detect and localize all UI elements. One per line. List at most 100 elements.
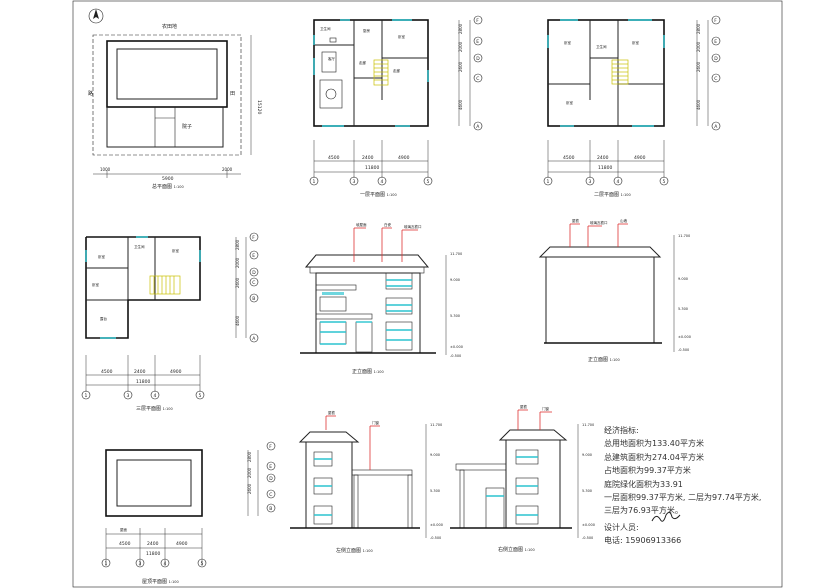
svg-text:露台: 露台 [100,316,107,321]
economic-indicators: 经济指标: 总用地面积为133.40平方米 总建筑面积为274.04平方米 占地… [604,424,774,548]
svg-text:1: 1 [85,393,88,399]
svg-text:2000: 2000 [458,41,463,52]
svg-text:±0.000: ±0.000 [430,523,443,527]
svg-text:D: D [476,56,480,62]
site-dim-left: 1000 [100,167,111,172]
svg-text:-0.500: -0.500 [450,354,461,358]
svg-text:11800: 11800 [146,551,160,557]
south-elev-title: 正立面图 1:100 [352,368,384,375]
svg-text:屋檐: 屋檐 [572,218,580,223]
first-floor-plan: 卫生间 厨房 卧室 走廊 客厅 走廊 4500 2400 4900 11800 … [309,15,483,198]
sf-title: 二层平面图 1:100 [594,192,631,198]
svg-text:白瓷: 白瓷 [384,222,392,227]
svg-text:3: 3 [139,561,142,567]
svg-text:E: E [269,464,272,470]
north-elevation: 屋檐 琉璃瓦檐口 山墙 11.700 9.000 5.300 ±0.000 -0… [538,218,691,363]
north-arrow-pointer-icon [93,9,99,19]
svg-text:D: D [252,270,256,276]
left-elevation: 屋檐 门窗 11.700 9.000 5.300 ±0.000 -0.500 左… [290,410,443,554]
info-line: 庭院绿化面积为33.91 [604,479,683,489]
site-depth-dim: 15120 [256,100,262,114]
info-line: 总建筑面积为274.04平方米 [604,452,704,462]
svg-text:卧室: 卧室 [98,254,105,259]
svg-text:9.000: 9.000 [582,453,592,457]
svg-text:2600: 2600 [696,61,701,72]
site-dim-right: 2000 [222,167,233,172]
left-elev-title: 左侧立面图 1:100 [336,547,373,554]
info-line: 占地面积为99.37平方米 [604,466,691,476]
svg-text:5: 5 [427,179,430,185]
svg-text:2000: 2000 [235,257,240,268]
svg-text:4: 4 [617,179,620,185]
info-line: 三层为76.93平方米。 [604,506,683,516]
svg-text:C: C [252,280,255,286]
site-plan-title: 总平面图 1:100 [152,183,184,190]
svg-text:5: 5 [199,393,202,399]
right-elev-title: 右侧立面图 1:100 [498,546,535,553]
site-building-inner [116,48,218,100]
svg-text:4500: 4500 [328,155,340,161]
site-plan: 农田地 院子 路 田 15120 1000 5900 2000 总平面图 1:1… [88,8,262,190]
roof-title: 屋顶平面图 1:100 [142,579,179,585]
svg-text:卧室: 卧室 [398,34,406,39]
site-building-outline [106,40,228,108]
svg-text:F: F [252,235,255,241]
svg-text:1: 1 [105,561,108,567]
svg-text:F: F [269,444,272,450]
svg-text:5.300: 5.300 [678,307,688,311]
svg-text:11.700: 11.700 [450,252,462,256]
second-floor-plan: 卧室 卫生间 卧室 卧室 4500 2400 4900 11800 1 3 4 … [543,15,721,198]
svg-text:卫生间: 卫生间 [320,26,331,31]
ff-outline [313,19,429,127]
svg-text:屋檐: 屋檐 [328,410,336,415]
svg-text:山墙: 山墙 [620,218,628,223]
svg-text:C: C [714,76,717,82]
svg-text:9.000: 9.000 [430,453,440,457]
info-line: 总用地面积为133.40平方米 [604,439,704,449]
svg-text:卫生间: 卫生间 [596,44,607,49]
third-floor-plan: 卧室 卫生间 卧室 卧室 露台 4500 2400 4900 11800 1 3… [81,232,259,412]
svg-text:4500: 4500 [563,155,575,161]
svg-text:A: A [476,124,480,130]
svg-text:11.700: 11.700 [430,423,442,427]
svg-text:走廊: 走廊 [393,68,401,73]
right-elevation: 屋檐 门窗 11.700 9.000 5.300 ±0.000 -0.500 右… [450,404,595,553]
svg-text:±0.000: ±0.000 [582,523,595,527]
svg-text:11.700: 11.700 [582,423,594,427]
svg-text:2400: 2400 [134,369,146,375]
svg-text:-0.500: -0.500 [582,536,593,540]
svg-text:3: 3 [589,179,592,185]
site-yard [106,107,224,148]
svg-text:琉璃瓦檐口: 琉璃瓦檐口 [590,220,608,225]
info-line: 一层面积99.37平方米, 二层为97.74平方米, [604,493,762,503]
svg-text:4: 4 [381,179,384,185]
svg-text:门窗: 门窗 [372,420,380,425]
svg-text:屋檐: 屋檐 [520,404,528,409]
svg-text:走廊: 走廊 [359,60,367,65]
svg-text:5.300: 5.300 [430,489,440,493]
svg-text:3: 3 [127,393,130,399]
roof-plan: 屋面 4500 2400 4900 11800 1 3 4 5 2800 200… [101,441,276,585]
site-boundary [92,34,242,156]
svg-text:4500: 4500 [119,541,131,547]
svg-text:11800: 11800 [365,165,379,171]
svg-text:2800: 2800 [247,451,252,462]
svg-text:4900: 4900 [398,155,410,161]
svg-text:5: 5 [201,561,204,567]
svg-text:2400: 2400 [362,155,374,161]
ff-title: 一层平面图 1:100 [360,192,397,198]
svg-text:5.300: 5.300 [582,489,592,493]
site-dim-width: 5900 [162,176,174,182]
svg-text:E: E [714,39,717,45]
svg-text:卧室: 卧室 [566,100,574,105]
site-north-label: 农田地 [162,23,177,30]
svg-text:F: F [714,18,717,24]
svg-text:坡屋面: 坡屋面 [356,222,367,227]
svg-text:-0.500: -0.500 [430,536,441,540]
svg-text:4900: 4900 [170,369,182,375]
svg-text:琉璃瓦檐口: 琉璃瓦檐口 [404,224,422,229]
site-yard-label: 院子 [182,123,192,130]
svg-text:5: 5 [663,179,666,185]
svg-text:客厅: 客厅 [328,56,336,61]
